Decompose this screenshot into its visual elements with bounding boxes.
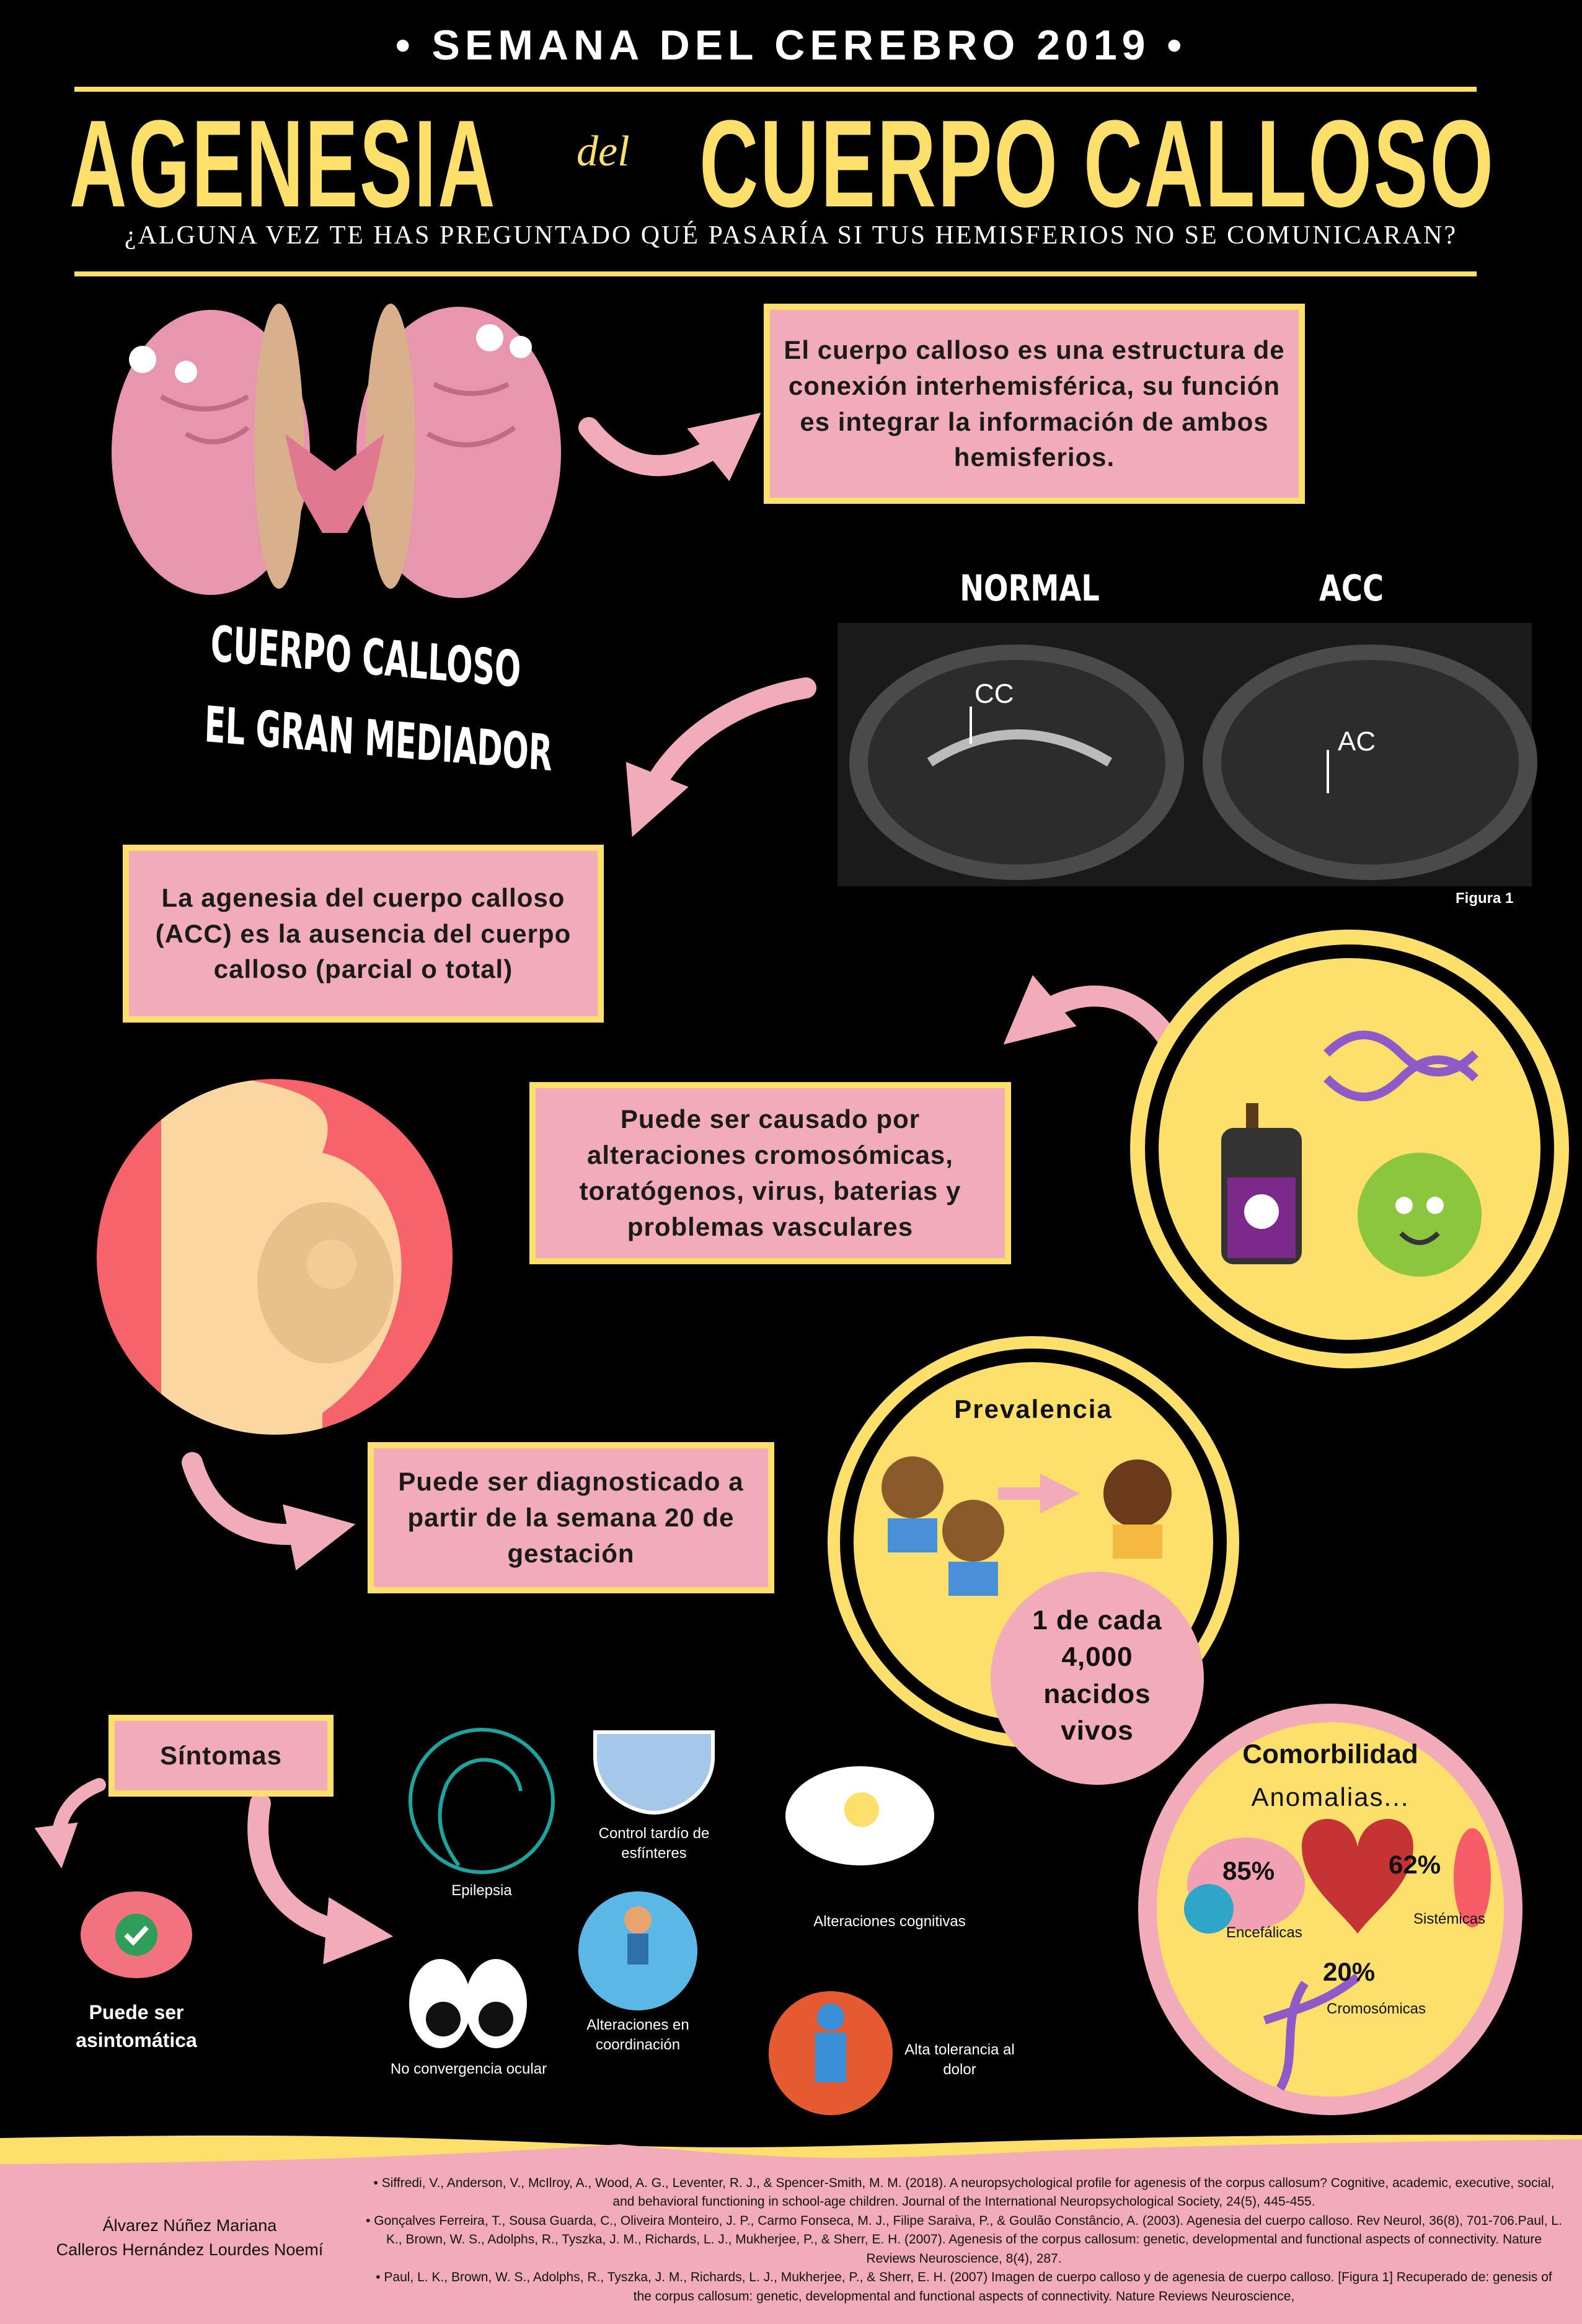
pain-label: Alta tolerancia al dolor	[904, 2041, 1015, 2079]
arrow-to-causes	[1003, 975, 1176, 1045]
pain-icon	[769, 1991, 893, 2115]
dna-icon	[1323, 1031, 1478, 1101]
prevalence-circle	[828, 1336, 1239, 1785]
marker-cc: CC	[974, 679, 1014, 709]
cognitive-label: Alteraciones cognitivas	[813, 1913, 966, 1930]
reference-2: • Gonçalves Ferreira, T., Sousa Guarda, …	[366, 2213, 1562, 2266]
author-2: Calleros Hernández Lourdes Noemí	[56, 2240, 324, 2260]
poison-bottle-icon	[1221, 1103, 1302, 1264]
header-rule-bottom	[74, 271, 1477, 276]
footer-wave-pink	[0, 2139, 1582, 2324]
pregnancy-illustration	[97, 1079, 453, 1435]
label-cromosomicas: Cromosómicas	[1327, 2000, 1426, 2017]
coordination-icon	[578, 1891, 697, 2010]
prevalence-title: Prevalencia	[954, 1394, 1113, 1424]
references: • Siffredi, V., Anderson, V., McIlroy, A…	[366, 2174, 1562, 2306]
lightbulb-brain-icon	[785, 1766, 934, 1865]
authors: Álvarez Núñez Mariana Calleros Hernández…	[35, 2214, 345, 2262]
causes-circle	[1130, 930, 1569, 1368]
asymptomatic-label: Puede ser asintomática	[76, 2001, 197, 2051]
eyes-icon	[409, 1959, 527, 2048]
diagnosis-box: Puede ser diagnosticado a partir de la s…	[368, 1442, 774, 1593]
figure-caption: Figura 1	[1456, 890, 1514, 907]
arrow-to-symptoms	[247, 1793, 394, 1965]
ocular-label: No convergencia ocular	[390, 2061, 547, 2077]
label-sistemicas: Sistémicas	[1413, 1911, 1486, 1927]
label-encefalicas: Encefálicas	[1226, 1924, 1302, 1941]
reference-3: • Paul, L. K., Brown, W. S., Adolphs, R.…	[376, 2270, 1552, 2304]
arrow-to-diagnosis	[182, 1452, 356, 1570]
definition-box: El cuerpo calloso es una estructura de c…	[764, 304, 1305, 504]
prevalence-stat: 1 de cada 4,000 nacidos vivos	[1032, 1605, 1162, 1746]
title-del: del	[577, 128, 630, 175]
marker-ac: AC	[1338, 726, 1376, 757]
title-agenesia: AGENESIA	[69, 95, 497, 233]
arrow-to-agenesis	[625, 677, 816, 837]
brain-characters-illustration	[112, 304, 561, 598]
arrow-to-definition	[578, 413, 761, 482]
percent-encefalicas: 85%	[1222, 1856, 1275, 1885]
comorbidity-circle	[1138, 1704, 1522, 2115]
percent-cromosomicas: 20%	[1323, 1957, 1376, 1986]
author-1: Álvarez Núñez Mariana	[102, 2216, 277, 2235]
cell-icon	[1184, 1884, 1234, 1934]
agenesis-box: La agenesia del cuerpo calloso (ACC) es …	[123, 845, 604, 1023]
symptoms-box: Síntomas	[108, 1715, 334, 1797]
header-rule-top	[74, 87, 1477, 92]
sphincter-label: Control tardío de esfínteres	[598, 1825, 710, 1862]
epilepsy-label: Epilepsia	[451, 1882, 512, 1899]
comorbidity-subtitle: Anomalias...	[1251, 1782, 1410, 1811]
comorbidity-title: Comorbilidad	[1242, 1739, 1418, 1769]
percent-sistemicas: 62%	[1389, 1850, 1441, 1879]
reference-1: • Siffredi, V., Anderson, V., McIlroy, A…	[373, 2176, 1555, 2209]
event-title: • SEMANA DEL CEREBRO 2019 •	[395, 22, 1187, 69]
heart-icon	[1302, 1819, 1413, 1934]
mri-figure	[837, 623, 1537, 886]
causes-box: Puede ser causado por alteraciones cromo…	[529, 1082, 1011, 1264]
asymptomatic-brain-icon	[81, 1891, 192, 1978]
epilepsy-head-icon	[409, 1728, 555, 1874]
diaper-icon	[593, 1730, 715, 1815]
label-acc: ACC	[1319, 567, 1384, 609]
arrow-to-asymptomatic	[34, 1778, 106, 1868]
label-normal: NORMAL	[960, 567, 1100, 609]
dna-icon-small	[1263, 1973, 1361, 2091]
coordination-label: Alteraciones en coordinación	[586, 2017, 689, 2054]
children-icon	[882, 1456, 1172, 1596]
title-cuerpo-calloso: CUERPO CALLOSO	[699, 95, 1495, 233]
symptom-icons	[81, 1728, 934, 2115]
lungs-icon	[1454, 1828, 1491, 1927]
subtitle-question: ¿ALGUNA VEZ TE HAS PREGUNTADO QUÉ PASARÍ…	[124, 221, 1458, 250]
virus-icon	[1358, 1153, 1482, 1277]
